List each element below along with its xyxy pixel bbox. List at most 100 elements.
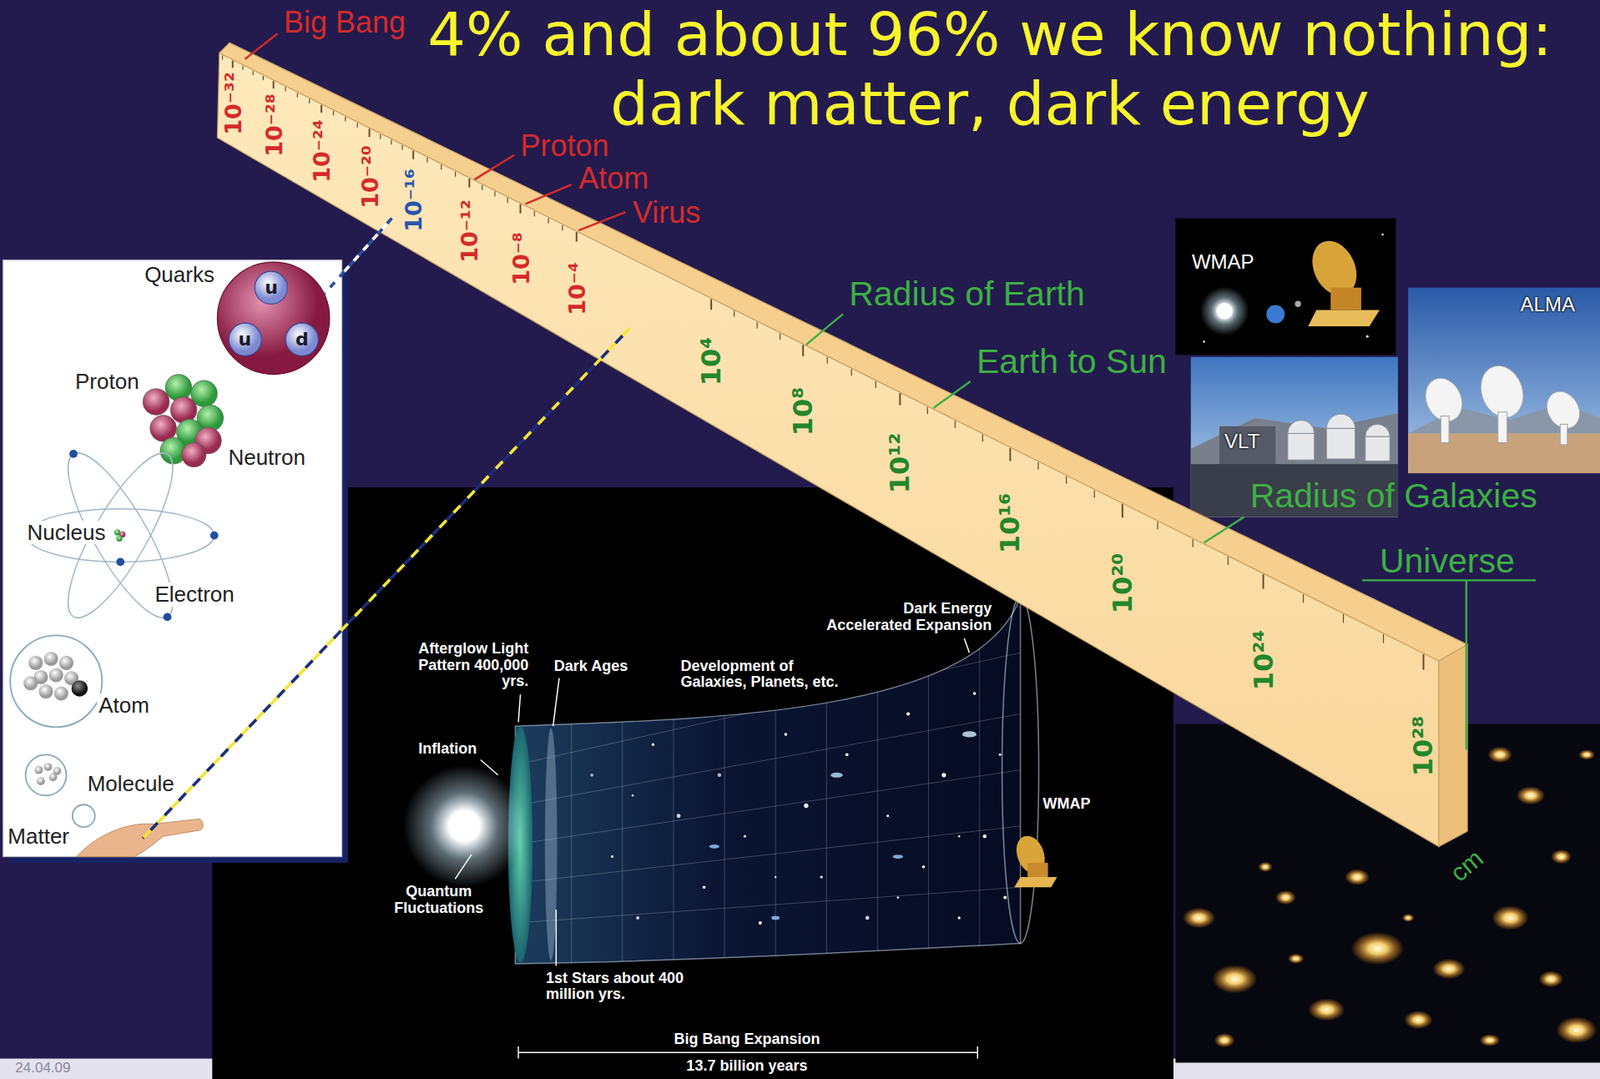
alma-photo xyxy=(1418,359,1587,445)
galaxy-field-photo xyxy=(1578,749,1595,760)
scale-number: 10⁻¹⁶ xyxy=(402,169,425,233)
scale-tick xyxy=(454,171,456,177)
universe-illustration xyxy=(826,570,828,1000)
leader-line xyxy=(1204,517,1245,544)
leader-line xyxy=(244,33,1536,750)
vlt-photo xyxy=(1191,413,1399,465)
galaxy-field-photo xyxy=(1182,908,1216,929)
node-text: 1st Stars about 400 million yrs. xyxy=(545,970,713,1005)
scale-ruler xyxy=(1438,644,1468,847)
galaxy-field-photo xyxy=(1275,890,1296,905)
universe-illustration xyxy=(621,570,623,1000)
inset-panel-drawing xyxy=(116,557,125,566)
scale-tick xyxy=(757,322,758,329)
node-text: u xyxy=(253,270,289,306)
inset-panel-drawing xyxy=(53,767,62,776)
scale-tick xyxy=(1121,504,1124,518)
scale-number: 10¹² xyxy=(886,433,914,495)
scale-tick xyxy=(320,105,323,113)
quark-outline xyxy=(255,271,288,304)
inset-panel-drawing xyxy=(72,804,96,828)
vlt-photo xyxy=(1365,436,1390,461)
galaxy-field-photo xyxy=(1402,913,1415,923)
inset-panel-drawing xyxy=(23,651,88,702)
scale-tick xyxy=(333,111,334,116)
universe-illustration xyxy=(958,916,961,919)
scale-number: 10¹⁶ xyxy=(996,492,1024,554)
scale-ruler xyxy=(217,53,1439,848)
scale-tick xyxy=(262,75,264,81)
scale-tick xyxy=(252,70,254,76)
universe-illustration xyxy=(897,896,899,899)
alma-photo xyxy=(1559,423,1568,445)
scale-label: Universe xyxy=(1379,542,1515,581)
inset-panel-drawing xyxy=(181,442,207,467)
vlt-photo xyxy=(1287,413,1390,461)
inset-panel-drawing xyxy=(36,777,46,786)
scale-tick xyxy=(368,128,371,137)
scale-tick xyxy=(494,191,495,197)
node-text: Quarks xyxy=(142,262,217,288)
universe-illustration xyxy=(784,732,788,736)
scale-label: Radius of Galaxies xyxy=(1250,477,1538,515)
galaxy-field-photo xyxy=(1488,747,1513,764)
inset-panel-drawing xyxy=(163,612,172,621)
universe-illustration xyxy=(555,909,557,966)
node-text: Neutron xyxy=(226,445,308,470)
universe-illustration xyxy=(514,652,1020,765)
universe-illustration xyxy=(514,713,1020,806)
wmap-photo xyxy=(1216,302,1233,320)
scale-label: Earth to Sun xyxy=(976,343,1167,381)
universe-illustration xyxy=(631,794,634,797)
galaxy-field-photo xyxy=(1344,868,1369,886)
inset-panel-drawing xyxy=(35,766,44,775)
universe-illustration xyxy=(941,772,946,778)
wmap-photo xyxy=(1307,310,1380,328)
universe-illustration xyxy=(1003,896,1007,900)
universe-illustration xyxy=(1011,832,1058,888)
scale-tick xyxy=(1342,614,1344,623)
scale-tick xyxy=(851,368,853,376)
universe-illustration xyxy=(717,773,722,778)
universe-illustration xyxy=(454,854,472,879)
universe-illustration xyxy=(906,711,910,716)
inset-panel-drawing xyxy=(69,449,78,459)
universe-illustration xyxy=(962,731,977,737)
universe-illustration xyxy=(676,813,682,818)
quark-outline xyxy=(228,323,262,357)
universe-illustration xyxy=(758,921,763,925)
footer-date: 24.04.09 xyxy=(15,1060,71,1077)
wmap-photo xyxy=(1303,233,1380,327)
node-text: Matter xyxy=(5,824,71,849)
universe-illustration xyxy=(545,728,558,962)
node-text: Inflation xyxy=(418,741,477,758)
scale-tick xyxy=(1037,462,1039,470)
universe-illustration xyxy=(517,1046,519,1060)
wmap-photo xyxy=(1175,218,1396,356)
universe-illustration xyxy=(454,638,978,1060)
scale-tick xyxy=(1094,489,1096,498)
scale-tick xyxy=(468,178,470,188)
scale-number: 10²⁸ xyxy=(1409,716,1437,778)
vlt-photo xyxy=(1326,413,1355,429)
node-text: Big Bang Expansion xyxy=(673,1031,820,1049)
universe-illustration xyxy=(514,826,1020,884)
scale-tick xyxy=(1423,654,1425,671)
scale-label: Virus xyxy=(632,196,701,230)
leader-line xyxy=(933,381,971,409)
inset-panel-drawing xyxy=(71,680,89,697)
universe-illustration xyxy=(514,596,1020,965)
inset-panel: QuarksProtonNeutronNucleusElectronAtomMo… xyxy=(3,260,343,858)
leader-line xyxy=(806,313,843,345)
scale-tick xyxy=(481,185,483,191)
scale-tick xyxy=(272,80,275,89)
inset-panel-drawing xyxy=(217,262,329,374)
scale-tick xyxy=(308,99,310,104)
universe-illustration xyxy=(958,835,960,838)
wmap-photo xyxy=(1330,287,1362,311)
scale-tick xyxy=(242,65,243,71)
universe-illustration xyxy=(1002,596,1040,944)
scale-tick xyxy=(344,116,346,122)
wmap-photo xyxy=(1202,340,1205,343)
